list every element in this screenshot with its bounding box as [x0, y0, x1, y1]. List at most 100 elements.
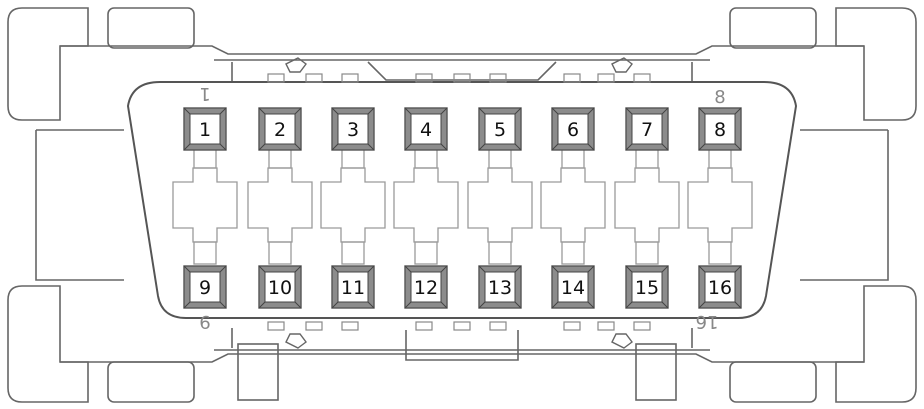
pin-4: 4 — [404, 107, 448, 151]
cavity-lower-stem — [488, 241, 512, 265]
cavity — [540, 145, 606, 265]
cavity — [467, 145, 533, 265]
cavity — [393, 145, 459, 265]
diamond-key-top-right — [611, 57, 633, 73]
connector-face — [126, 81, 798, 319]
frame-side-right — [800, 129, 889, 281]
pin-5: 5 — [478, 107, 522, 151]
pin-cavities — [172, 145, 753, 265]
pin-face — [704, 271, 736, 303]
cavity — [247, 145, 313, 265]
index-ticks — [267, 73, 651, 331]
pin-11: 11 — [331, 265, 375, 309]
frame-rails — [214, 59, 710, 351]
tick-top — [341, 73, 359, 83]
pin-1: 1 — [183, 107, 227, 151]
tick-bottom — [563, 321, 581, 331]
tick-bottom — [267, 321, 285, 331]
pin-number-label: 4 — [420, 119, 432, 141]
pin-number-label: 14 — [561, 277, 585, 299]
pin-bevel — [478, 265, 522, 309]
pin-number-label: 2 — [274, 119, 286, 141]
pin-bevel — [258, 265, 302, 309]
pin-bevel — [698, 265, 742, 309]
pin-face — [410, 113, 442, 145]
tick-top — [597, 73, 615, 83]
lower-latch-right — [635, 343, 677, 401]
clip-bottom-left — [7, 285, 89, 403]
cavity-lower-stem — [561, 241, 585, 265]
key-notch-bottom — [405, 330, 519, 361]
pin-12: 12 — [404, 265, 448, 309]
diamond-key-bottom-left — [285, 333, 307, 349]
pin-15: 15 — [625, 265, 669, 309]
pin-number-label: 9 — [199, 277, 211, 299]
cavity-cross — [614, 167, 680, 243]
tick-bottom — [305, 321, 323, 331]
pin-face — [337, 271, 369, 303]
pin-face — [557, 271, 589, 303]
marker-top-right: 8 — [714, 87, 725, 108]
tick-bottom — [633, 321, 651, 331]
tick-top — [267, 73, 285, 83]
pin-face — [264, 113, 296, 145]
pin-number-label: 16 — [708, 277, 732, 299]
cavity-cross — [540, 167, 606, 243]
tick-top — [305, 73, 323, 83]
pin-face — [189, 113, 221, 145]
pin-number-label: 11 — [341, 277, 365, 299]
top-pin-row: 1 2 3 4 5 6 7 8 — [183, 107, 742, 151]
pin-face — [631, 113, 663, 145]
pin-bevel — [551, 265, 595, 309]
diamond-key-top-left — [285, 57, 307, 73]
pin-face — [631, 271, 663, 303]
clip-bottom-right — [835, 285, 917, 403]
tick-top — [633, 73, 651, 83]
pin-bevel — [625, 107, 669, 151]
marker-bottom-right: 16 — [696, 311, 719, 332]
cavity-cross — [247, 167, 313, 243]
pin-14: 14 — [551, 265, 595, 309]
pin-number-label: 12 — [414, 277, 438, 299]
clip-top-left — [7, 7, 89, 121]
pin-bevel — [478, 107, 522, 151]
diamond-key-bottom-right — [611, 333, 633, 349]
pin-bevel — [625, 265, 669, 309]
pin-number-label: 13 — [488, 277, 512, 299]
pin-13: 13 — [478, 265, 522, 309]
tick-bottom — [597, 321, 615, 331]
pin-10: 10 — [258, 265, 302, 309]
marker-top-left: 1 — [199, 83, 210, 104]
pin-face — [484, 271, 516, 303]
tick-bottom — [453, 321, 471, 331]
pin-face — [557, 113, 589, 145]
pin-number-label: 7 — [641, 119, 653, 141]
cavity — [614, 145, 680, 265]
pin-bevel — [331, 107, 375, 151]
pin-16: 16 — [698, 265, 742, 309]
cavity-lower-stem — [193, 241, 217, 265]
pin-bevel — [258, 107, 302, 151]
cavity — [320, 145, 386, 265]
tick-bottom — [489, 321, 507, 331]
clip-top-right — [835, 7, 917, 121]
cavity-cross — [687, 167, 753, 243]
pin-number-label: 6 — [567, 119, 579, 141]
pin-bevel — [331, 265, 375, 309]
latch-tab-bottom-right — [729, 361, 817, 403]
cavity — [687, 145, 753, 265]
pin-2: 2 — [258, 107, 302, 151]
latch-tab-top-right — [729, 7, 817, 49]
pin-bevel — [183, 107, 227, 151]
pin-3: 3 — [331, 107, 375, 151]
pin-bevel — [183, 265, 227, 309]
cavity-cross — [320, 167, 386, 243]
tick-bottom — [341, 321, 359, 331]
cavity-cross — [393, 167, 459, 243]
pin-face — [264, 271, 296, 303]
pin-8: 8 — [698, 107, 742, 151]
lower-latch-left — [237, 343, 279, 401]
pin-face — [337, 113, 369, 145]
cavity-lower-stem — [268, 241, 292, 265]
pin-number-label: 5 — [494, 119, 506, 141]
